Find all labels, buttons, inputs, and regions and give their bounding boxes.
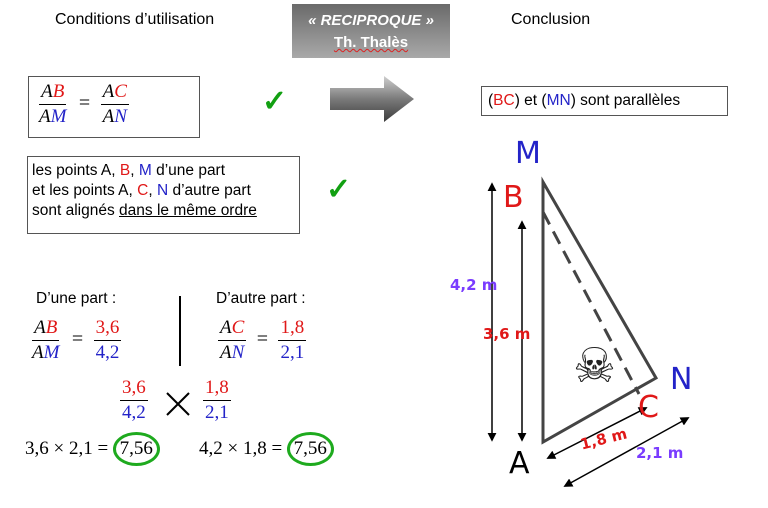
- point-c-label: C: [638, 390, 659, 425]
- ratio-condition-box: AB AM = AC AN: [28, 76, 200, 138]
- fraction-ab-am: AB AM: [39, 81, 67, 127]
- check-icon: ✓: [262, 85, 288, 118]
- triangle-figure: ☠: [487, 176, 690, 487]
- alignment-line-2: et les points A, C, N d’autre part: [32, 182, 251, 199]
- banner-title: « RECIPROQUE »: [308, 12, 434, 29]
- point-m-label: M: [515, 136, 541, 171]
- fraction-ac-an: AC AN: [100, 81, 129, 127]
- result-2-circle: 7,56: [286, 432, 334, 466]
- right-arrow-icon: [330, 76, 414, 122]
- measure-ab-label: 3,6 m: [483, 325, 531, 343]
- segment-bc: [541, 211, 641, 395]
- dune-part-equation: AB AM = 3,6 4,2: [32, 317, 122, 363]
- banner-subtitle: Th. Thalès: [333, 34, 409, 51]
- point-a-label: A: [509, 446, 530, 481]
- measure-am-label: 4,2 m: [450, 276, 498, 294]
- alignment-line-3: sont alignés dans le même ordre: [32, 202, 257, 219]
- skull-icon: ☠: [573, 338, 616, 394]
- dune-part-label: D’une part :: [36, 290, 117, 307]
- dautre-part-equation: AC AN = 1,8 2,1: [218, 317, 307, 363]
- alignment-line-1: les points A, B, M d’une part: [32, 162, 226, 179]
- equals-sign: =: [78, 91, 91, 114]
- point-n-label: N: [670, 362, 693, 397]
- measure-an-label: 2,1 m: [636, 444, 684, 462]
- point-b-label: B: [503, 180, 524, 215]
- conditions-header: Conditions d’utilisation: [55, 11, 215, 28]
- separator-line: [179, 296, 181, 366]
- dautre-part-label: D’autre part :: [216, 290, 306, 307]
- cross-multiply-icon: [166, 392, 190, 416]
- conclusion-box: (BC) et (MN) sont parallèles: [481, 86, 728, 116]
- product-1: 3,6 × 2,1 = 7,56: [25, 432, 160, 466]
- check-icon: ✓: [326, 173, 352, 206]
- product-2: 4,2 × 1,8 = 7,56: [199, 432, 334, 466]
- result-1-circle: 7,56: [112, 432, 160, 466]
- reciprocal-theorem-banner: « RECIPROQUE » Th. Thalès: [292, 4, 450, 58]
- measure-an-arrow: [563, 417, 690, 487]
- alignment-condition-box: les points A, B, M d’une part et les poi…: [27, 156, 300, 234]
- conclusion-header: Conclusion: [511, 11, 591, 28]
